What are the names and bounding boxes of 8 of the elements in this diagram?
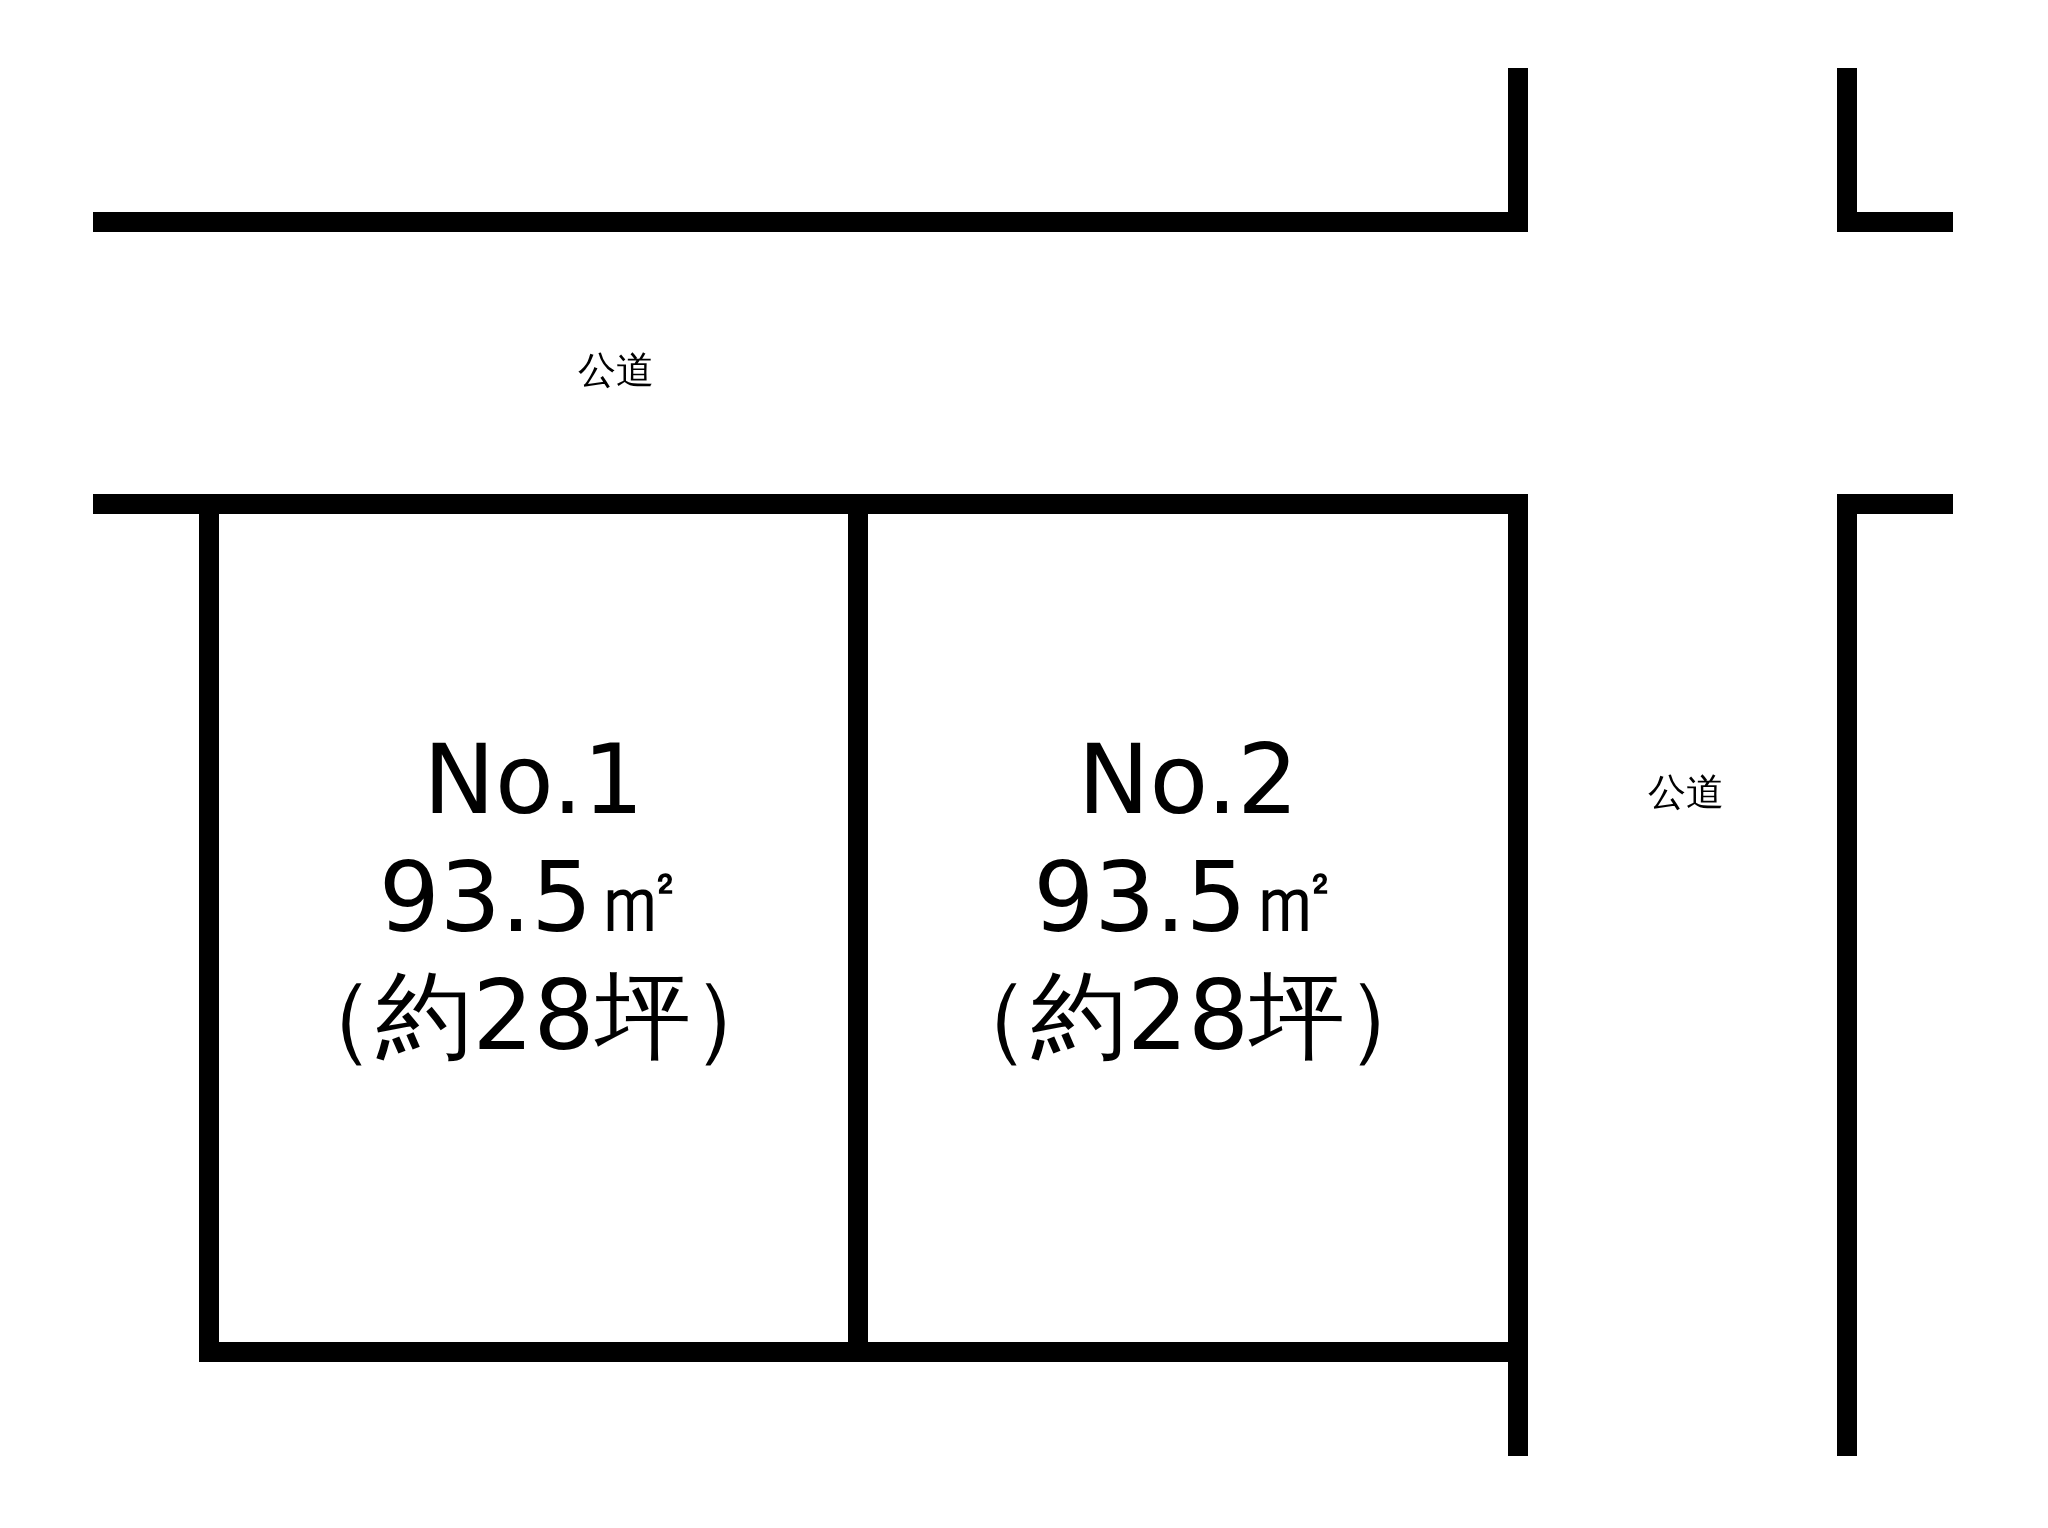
lot-text: 93.5㎡ — [378, 841, 689, 956]
lot-text: No.2 — [1077, 723, 1299, 838]
lot-text: （約28坪） — [280, 959, 787, 1074]
road-label: 公道 — [578, 346, 654, 394]
lot-text: （約28坪） — [934, 959, 1442, 1074]
road-label: 公道 — [1648, 768, 1724, 816]
lot-text: No.1 — [423, 723, 644, 838]
lot-text: 93.5㎡ — [1033, 841, 1343, 956]
